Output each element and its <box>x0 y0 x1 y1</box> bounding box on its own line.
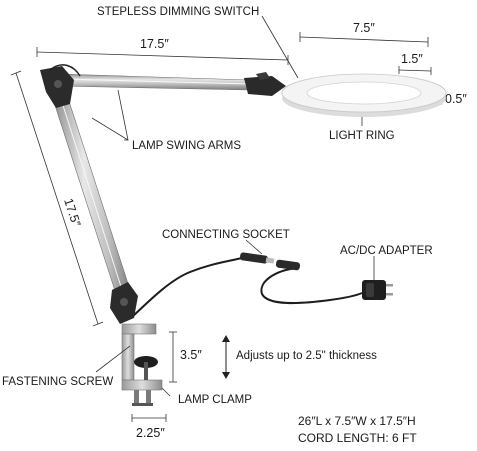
clamp-thickness-note: Adjusts up to 2.5" thickness <box>236 350 377 362</box>
light-ring <box>281 73 447 117</box>
ring-width-label: 1.5″ <box>401 52 423 66</box>
clamp-height-dimension <box>169 331 177 383</box>
thickness-arrow-icon <box>222 335 230 379</box>
upper-elbow-joint <box>40 64 81 108</box>
top-arm-length-label: 17.5″ <box>140 37 169 51</box>
ac-dc-adapter <box>362 280 393 300</box>
light-ring-label: LIGHT RING <box>329 130 395 142</box>
lamp-clamp <box>121 323 163 391</box>
clamp-width-label: 2.25″ <box>136 426 165 440</box>
ac-dc-adapter-label: AC/DC ADAPTER <box>340 245 433 257</box>
stepless-dimming-switch-label: STEPLESS DIMMING SWITCH <box>97 6 259 18</box>
fastening-screw <box>132 390 153 406</box>
callout-leaders <box>91 15 375 397</box>
ring-thickness-label: 0.5″ <box>445 92 467 106</box>
upper-swing-arm <box>59 73 251 91</box>
ring-diameter-label: 7.5″ <box>353 21 375 35</box>
cord-length-spec: CORD LENGTH: 6 FT <box>298 431 417 445</box>
dimming-switch-joint <box>244 72 286 96</box>
connecting-socket <box>239 252 301 271</box>
adapter-cord <box>260 267 363 305</box>
lamp-swing-arms-label: LAMP SWING ARMS <box>132 140 241 152</box>
lower-elbow-joint <box>110 282 138 324</box>
connecting-socket-label: CONNECTING SOCKET <box>162 229 290 241</box>
power-cord <box>130 257 243 319</box>
vertical-arm-length-label: 17.5″ <box>61 197 83 229</box>
clamp-width-dimension <box>131 414 167 422</box>
ring-diameter-dimension <box>299 32 429 47</box>
overall-size-spec: 26″L x 7.5″W x 17.5″H <box>298 414 416 428</box>
fastening-screw-label: FASTENING SCREW <box>2 376 113 388</box>
ring-width-dimension <box>398 66 432 75</box>
vertical-arm-dimension <box>10 70 104 327</box>
clamp-height-label: 3.5″ <box>180 348 202 362</box>
lower-swing-arm <box>51 91 133 301</box>
lamp-clamp-label: LAMP CLAMP <box>178 394 252 406</box>
